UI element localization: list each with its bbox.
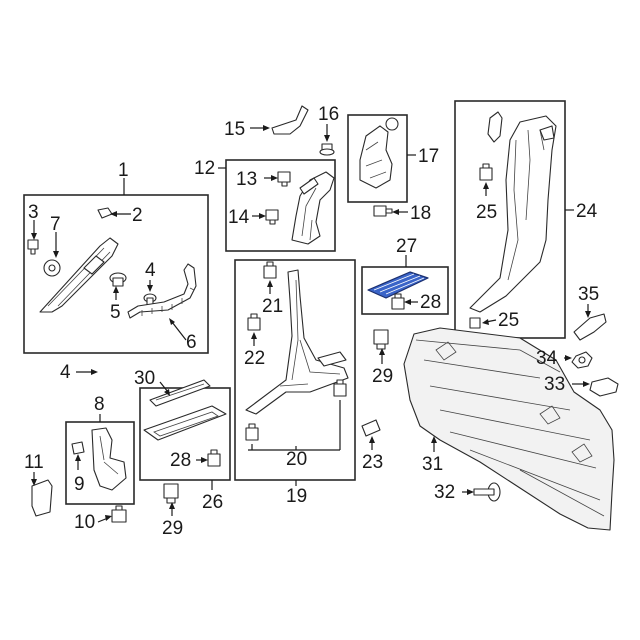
part-25-clip-upper <box>479 163 493 181</box>
part-14-clip <box>265 209 279 225</box>
callout-22: 22 <box>244 348 265 369</box>
callout-29b: 29 <box>372 366 393 387</box>
callout-28a: 28 <box>170 450 191 471</box>
part-29-clip-b <box>373 329 389 350</box>
callout-14: 14 <box>228 207 250 228</box>
part-10-clip <box>111 505 127 523</box>
part-18-bolt <box>373 205 393 217</box>
callout-32: 32 <box>434 482 455 503</box>
part-28-clip-b <box>391 293 405 310</box>
part-20-clip-right <box>333 379 347 397</box>
part-26-sill-plate <box>143 405 227 441</box>
callout-17: 17 <box>418 146 439 167</box>
part-28-clip-a <box>207 449 221 467</box>
group-box-12 <box>225 159 336 252</box>
callout-21: 21 <box>262 296 283 317</box>
part-7-a-pillar-trim <box>39 237 119 313</box>
part-20-clip-left <box>245 423 259 441</box>
callout-23: 23 <box>362 452 383 473</box>
part-24-clip-top <box>487 111 503 143</box>
callout-26: 26 <box>202 492 223 513</box>
group-box-19 <box>234 259 356 481</box>
part-12-b-pillar-upper <box>291 171 335 245</box>
callout-25a: 25 <box>476 202 497 223</box>
callout-27: 27 <box>396 236 417 257</box>
callout-13: 13 <box>236 169 257 190</box>
leader-lines <box>31 124 591 523</box>
part-15-bracket <box>271 105 309 135</box>
part-11-bracket <box>31 479 53 517</box>
callout-8: 8 <box>94 394 105 415</box>
callout-25b: 25 <box>498 310 519 331</box>
callout-4a: 4 <box>145 260 156 281</box>
callout-1: 1 <box>118 160 129 181</box>
callout-3: 3 <box>28 202 39 223</box>
part-16-bolt <box>319 143 335 156</box>
part-7-bracket <box>43 259 61 277</box>
part-24-c-pillar-trim <box>469 115 557 313</box>
part-34-nut <box>571 351 593 369</box>
part-29-clip-a <box>163 483 179 504</box>
callout-5: 5 <box>110 302 121 323</box>
callout-24: 24 <box>576 201 598 222</box>
callout-28b: 28 <box>420 292 441 313</box>
part-17-trim-piece <box>359 117 399 189</box>
callout-11: 11 <box>24 452 44 473</box>
part-8-trim-panel <box>91 427 127 491</box>
callout-10: 10 <box>74 512 95 533</box>
group-box-27 <box>361 266 449 315</box>
callout-30: 30 <box>134 368 155 389</box>
group-box-1 <box>23 194 209 354</box>
callout-12: 12 <box>194 158 215 179</box>
part-4-screw <box>143 293 157 307</box>
callout-2: 2 <box>132 205 143 226</box>
part-30-scuff-plate-line <box>155 383 205 401</box>
callout-7: 7 <box>50 214 61 235</box>
part-33-handle <box>589 377 619 397</box>
part-22-clip <box>247 313 261 331</box>
callout-9: 9 <box>74 474 85 495</box>
callout-16: 16 <box>318 104 339 125</box>
part-27-insulator-highlighted <box>367 271 429 299</box>
callout-34: 34 <box>536 348 558 369</box>
part-3-clip <box>27 239 39 255</box>
part-6-weatherstrip-ribs <box>141 287 195 316</box>
part-26-sill-plate-inner <box>153 411 219 437</box>
callout-35: 35 <box>578 284 599 305</box>
callout-33: 33 <box>544 374 565 395</box>
part-23-clip <box>361 419 381 437</box>
part-21-clip <box>263 261 277 279</box>
callout-20: 20 <box>286 449 307 470</box>
callout-31: 31 <box>422 454 443 475</box>
part-31-rear-panel <box>403 327 615 531</box>
callout-labels: 1 2 3 7 4 5 6 4 30 8 9 11 10 28 26 29 12… <box>24 104 599 539</box>
part-20-b-pillar-lower <box>245 269 349 415</box>
callout-15: 15 <box>224 119 245 140</box>
callout-29a: 29 <box>162 518 183 539</box>
group-box-17 <box>347 114 408 203</box>
callout-4b: 4 <box>60 362 71 383</box>
part-2-clip <box>97 207 113 219</box>
part-5-grommet <box>109 272 127 287</box>
part-32-push-pin <box>473 482 501 502</box>
callout-19: 19 <box>286 486 307 507</box>
part-35-trim <box>573 313 607 341</box>
part-13-clip <box>277 171 291 187</box>
part-25-clip-lower <box>469 317 481 329</box>
callout-6: 6 <box>186 332 197 353</box>
callout-18: 18 <box>410 203 431 224</box>
part-30-scuff-plate <box>149 379 211 407</box>
part-9-clip <box>71 441 85 455</box>
